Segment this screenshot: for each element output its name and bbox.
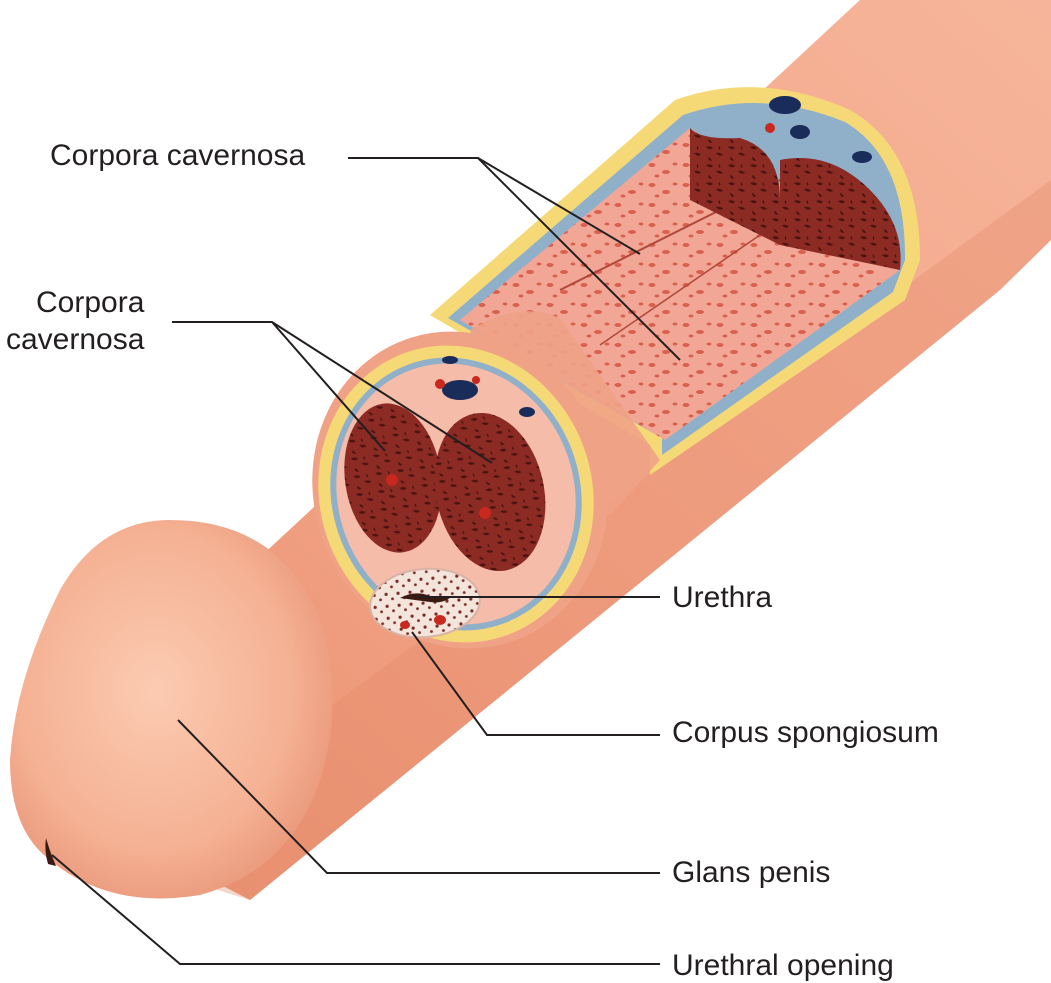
glans bbox=[10, 520, 333, 899]
leader-glans bbox=[177, 719, 660, 874]
label-urethral-opening: Urethral opening bbox=[672, 949, 894, 982]
label-corpus-spongiosum: Corpus spongiosum bbox=[672, 716, 939, 749]
leader-cc-mid bbox=[172, 321, 493, 464]
leader-cc-top bbox=[348, 157, 681, 361]
right-cavernosum bbox=[434, 412, 546, 572]
corpus-spongiosum-section bbox=[369, 567, 481, 639]
longitudinal-divider bbox=[599, 234, 761, 346]
end-face-right bbox=[780, 158, 901, 270]
cross-section bbox=[312, 331, 608, 649]
label-corpora-cavernosa-mid-line1: Corpora bbox=[36, 286, 145, 319]
leader-opening bbox=[51, 854, 660, 965]
label-urethra: Urethra bbox=[672, 581, 773, 614]
urethral-opening-slit bbox=[45, 838, 56, 866]
label-corpora-cavernosa-mid-line2: cavernosa bbox=[6, 323, 145, 356]
leader-lines bbox=[51, 157, 681, 965]
leader-spongiosum bbox=[411, 631, 660, 736]
end-face-left bbox=[690, 128, 780, 245]
label-glans-penis: Glans penis bbox=[672, 856, 831, 889]
label-corpora-cavernosa-top: Corpora cavernosa bbox=[50, 139, 306, 172]
